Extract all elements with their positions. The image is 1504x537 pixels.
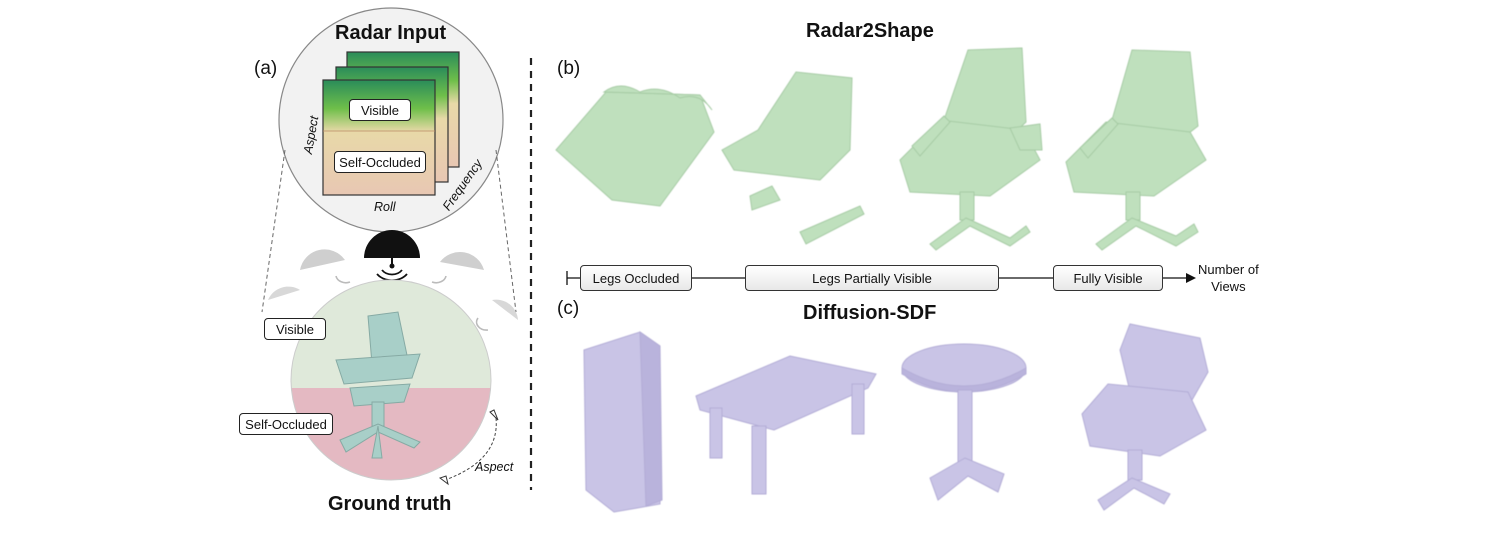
sphere-self-occluded-label: Self-Occluded: [239, 413, 333, 435]
radar-self-occluded-label: Self-Occluded: [334, 151, 426, 173]
table-shape: [695, 355, 877, 495]
chair-shape: [721, 71, 865, 245]
ground-truth-title: Ground truth: [328, 493, 452, 515]
office-chair-shape-2: [1065, 49, 1207, 251]
views-axis-label-line2: Views: [1211, 279, 1246, 294]
stage-legs-occluded: Legs Occluded: [580, 265, 692, 291]
panel-b-label: (b): [557, 58, 581, 79]
sphere-visible-label: Visible: [264, 318, 326, 340]
axis-roll-label: Roll: [374, 200, 396, 214]
radar-visible-label: Visible: [349, 99, 411, 121]
radar-input-title: Radar Input: [335, 22, 447, 44]
office-chair-shape: [899, 47, 1043, 251]
panel-c-label: (c): [557, 298, 580, 319]
round-table-shape: [901, 343, 1027, 501]
views-axis-label: Number of Views: [1198, 261, 1259, 295]
sphere-aspect-label: Aspect: [475, 460, 514, 474]
diffusion-sdf-title: Diffusion-SDF: [803, 302, 937, 324]
radar2shape-title: Radar2Shape: [806, 20, 934, 42]
sofa-shape: [555, 85, 715, 207]
stage-legs-partially-visible: Legs Partially Visible: [745, 265, 999, 291]
stage-fully-visible: Fully Visible: [1053, 265, 1163, 291]
diffusion-chair-shape: [1081, 323, 1209, 511]
gt-chair-shape: [335, 311, 421, 459]
panel-a-label: (a): [254, 58, 278, 79]
cabinet-shape: [583, 331, 663, 513]
views-axis-label-line1: Number of: [1198, 262, 1259, 277]
